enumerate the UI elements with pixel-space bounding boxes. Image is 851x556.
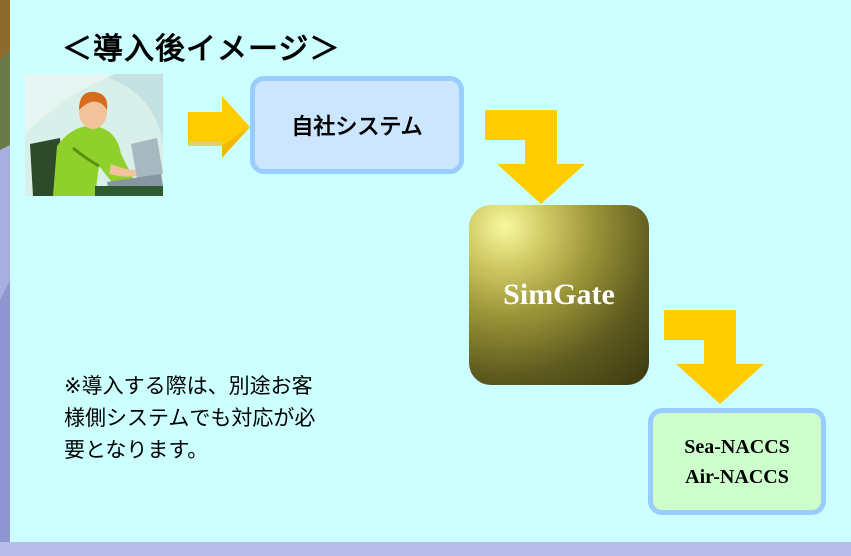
naccs-box: Sea-NACCS Air-NACCS [648, 408, 826, 515]
sea-naccs-label: Sea-NACCS [684, 435, 790, 458]
simgate-box: SimGate [469, 205, 649, 385]
person-at-laptop-icon [25, 74, 163, 196]
flow-arrow-icon [188, 96, 250, 158]
system-label: 自社システム [291, 115, 423, 140]
slide-title: ＜導入後イメージ＞ [62, 32, 341, 67]
note-line-1: ※導入する際は、別途お客 [64, 374, 313, 398]
bent-flow-arrow-icon [485, 110, 585, 204]
system-box: 自社システム [250, 76, 464, 174]
note-line-2: 様側システムでも対応が必 [64, 406, 316, 430]
note-line-3: 要となります。 [64, 438, 209, 462]
simgate-label: SimGate [503, 278, 615, 311]
bent-flow-arrow-icon-2 [664, 310, 764, 404]
implementation-note: ※導入する際は、別途お客 様側システムでも対応が必 要となります。 [64, 370, 404, 466]
air-naccs-label: Air-NACCS [685, 465, 789, 488]
